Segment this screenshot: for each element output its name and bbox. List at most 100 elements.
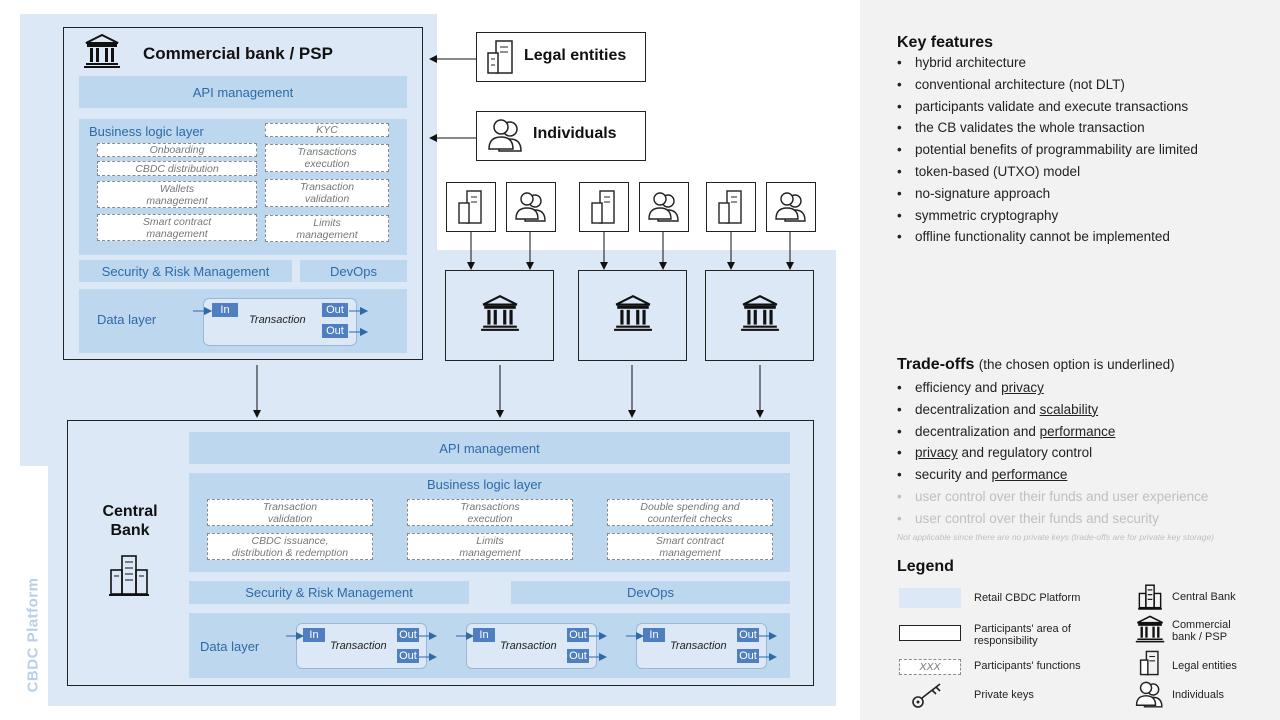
- commercial-bank-box-3: [578, 270, 687, 361]
- feature-item: offline functionality cannot be implemen…: [897, 226, 1267, 248]
- feature-item: potential benefits of programmability ar…: [897, 139, 1267, 161]
- tx-in-tag: In: [473, 628, 495, 642]
- bank-icon: [740, 293, 780, 333]
- fn-transactions-execution: Transactions execution: [265, 144, 389, 172]
- tradeoffs-note: Not applicable since there are no privat…: [897, 532, 1215, 542]
- feature-item: hybrid architecture: [897, 52, 1267, 74]
- bank-icon: [83, 33, 121, 69]
- central-security-risk: Security & Risk Management: [189, 581, 469, 604]
- tx-label: Transaction: [249, 314, 306, 326]
- legal-entity-icon-box: [446, 182, 496, 232]
- individuals-box: [476, 111, 646, 161]
- individual-icon-box: [766, 182, 816, 232]
- central-api-management: API management: [189, 432, 790, 464]
- commercial-bank-box-4: [705, 270, 814, 361]
- legend-legal-label: Legal entities: [1172, 660, 1237, 672]
- legend-keys-label: Private keys: [974, 689, 1034, 701]
- individual-icon-box: [506, 182, 556, 232]
- key-features-title: Key features: [897, 34, 994, 51]
- legend-area-label: Participants' area of responsibility: [974, 623, 1071, 647]
- tradeoff-item: efficiency and privacy: [897, 377, 1272, 399]
- legend-platform-label: Retail CBDC Platform: [974, 592, 1081, 604]
- tx-out-tag: Out: [397, 628, 419, 642]
- fn-onboarding: Onboarding: [97, 143, 257, 157]
- fn-transaction-validation: Transaction validation: [265, 179, 389, 207]
- bank-icon: [1135, 614, 1165, 644]
- commercial-bank-box-2: [445, 270, 554, 361]
- commercial-devops: DevOps: [300, 260, 407, 282]
- tx-out-tag: Out: [737, 649, 759, 663]
- legal-entities-icon: [1139, 650, 1161, 676]
- feature-item: no-signature approach: [897, 183, 1267, 205]
- legend-area-swatch: [899, 625, 961, 641]
- legend-commercial-label: Commercial bank / PSP: [1172, 619, 1231, 643]
- fn-cbdc-issuance: CBDC issuance, distribution & redemption: [207, 533, 373, 560]
- commercial-data-layer-title: Data layer: [97, 312, 157, 327]
- key-features-list: hybrid architecture conventional archite…: [897, 52, 1267, 248]
- legal-entity-icon-box: [579, 182, 629, 232]
- individuals-icon: [1134, 680, 1166, 710]
- tx-in-tag: In: [212, 303, 238, 317]
- tx-out-tag: Out: [737, 628, 759, 642]
- feature-item: symmetric cryptography: [897, 205, 1267, 227]
- tradeoff-item-na: user control over their funds and securi…: [897, 508, 1272, 530]
- fn-transactions-execution: Transactions execution: [407, 499, 573, 526]
- tx-label: Transaction: [330, 640, 387, 652]
- tx-out-tag: Out: [567, 628, 589, 642]
- commercial-bank-title: Commercial bank / PSP: [143, 44, 333, 63]
- bank-icon: [613, 293, 653, 333]
- legend-title: Legend: [897, 558, 954, 575]
- tx-out-tag: Out: [322, 303, 348, 317]
- feature-item: conventional architecture (not DLT): [897, 74, 1267, 96]
- tradeoffs-list: efficiency and privacy decentralization …: [897, 377, 1272, 530]
- commercial-business-logic-title: Business logic layer: [89, 124, 204, 139]
- individual-icon-box: [639, 182, 689, 232]
- individuals-icon: [486, 117, 526, 155]
- bank-icon: [480, 293, 520, 333]
- tx-out-tag: Out: [322, 324, 348, 338]
- central-bank-icon: [1137, 584, 1163, 610]
- fn-transaction-validation: Transaction validation: [207, 499, 373, 526]
- fn-wallets-management: Wallets management: [97, 181, 257, 208]
- tradeoff-item: privacy and regulatory control: [897, 442, 1272, 464]
- tradeoff-item-na: user control over their funds and user e…: [897, 486, 1272, 508]
- tx-in-tag: In: [303, 628, 325, 642]
- fn-limits-management: Limits management: [407, 533, 573, 560]
- tradeoff-item: decentralization and performance: [897, 421, 1272, 443]
- legal-entity-icon-box: [706, 182, 756, 232]
- fn-smart-contract-management: Smart contract management: [607, 533, 773, 560]
- legend-central-bank-label: Central Bank: [1172, 591, 1236, 603]
- tx-in-tag: In: [643, 628, 665, 642]
- legend-functions-swatch: XXX: [899, 659, 961, 675]
- tradeoff-item: decentralization and scalability: [897, 399, 1272, 421]
- tradeoff-item: security and performance: [897, 464, 1272, 486]
- legal-entities-label: Legal entities: [524, 47, 627, 64]
- tradeoffs-title: Trade-offs: [897, 356, 975, 373]
- commercial-security-risk: Security & Risk Management: [79, 260, 292, 282]
- legend-individuals-label: Individuals: [1172, 689, 1224, 701]
- platform-background-left: [20, 240, 50, 466]
- central-devops: DevOps: [511, 581, 790, 604]
- legend-platform-swatch: [899, 588, 961, 608]
- central-bank-title: Central Bank: [102, 503, 158, 539]
- commercial-api-management: API management: [79, 76, 407, 108]
- feature-item: participants validate and execute transa…: [897, 96, 1267, 118]
- tx-label: Transaction: [670, 640, 727, 652]
- central-bank-icon: [108, 554, 150, 598]
- key-icon: [910, 680, 944, 710]
- fn-double-spending-checks: Double spending and counterfeit checks: [607, 499, 773, 526]
- central-business-logic-title: Business logic layer: [427, 477, 542, 492]
- fn-smart-contract-management: Smart contract management: [97, 214, 257, 241]
- feature-item: token-based (UTXO) model: [897, 161, 1267, 183]
- fn-kyc: KYC: [265, 123, 389, 137]
- legend-functions-label: Participants' functions: [974, 660, 1081, 672]
- central-data-layer-title: Data layer: [200, 639, 260, 654]
- fn-limits-management: Limits management: [265, 215, 389, 242]
- tx-label: Transaction: [500, 640, 557, 652]
- fn-cbdc-distribution: CBDC distribution: [97, 161, 257, 176]
- individuals-label: Individuals: [533, 125, 617, 142]
- tx-out-tag: Out: [397, 649, 419, 663]
- feature-item: the CB validates the whole transaction: [897, 117, 1267, 139]
- tradeoffs-subtitle: (the chosen option is underlined): [978, 357, 1175, 372]
- legal-entities-icon: [486, 39, 516, 75]
